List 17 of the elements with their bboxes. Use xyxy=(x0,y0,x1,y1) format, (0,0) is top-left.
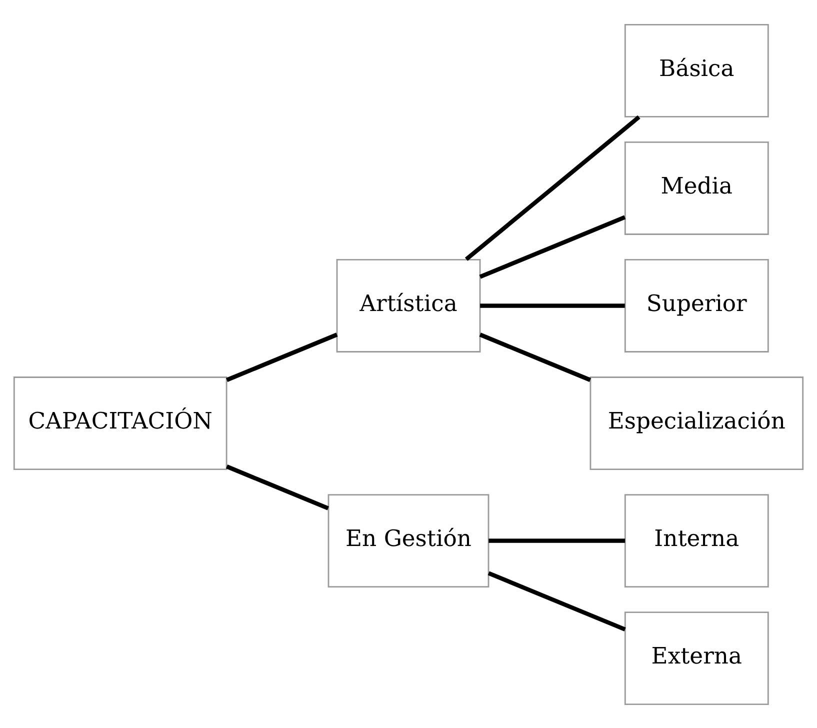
connector xyxy=(488,570,626,631)
node-box: Interna xyxy=(624,494,769,588)
connector xyxy=(226,332,338,382)
connector xyxy=(479,332,592,382)
node-box: Básica xyxy=(624,23,769,117)
connector xyxy=(464,114,640,260)
node-box: Especialización xyxy=(590,376,804,470)
connector xyxy=(488,538,626,542)
node-box: Superior xyxy=(624,258,769,352)
connector xyxy=(479,214,626,278)
connector xyxy=(226,464,329,510)
node-box: Externa xyxy=(624,611,769,705)
node-box: CAPACITACIÓN xyxy=(13,376,228,470)
node-box: Media xyxy=(624,140,769,234)
connector xyxy=(480,303,625,308)
node-box: Artística xyxy=(336,258,481,352)
node-box: En Gestión xyxy=(328,494,490,588)
